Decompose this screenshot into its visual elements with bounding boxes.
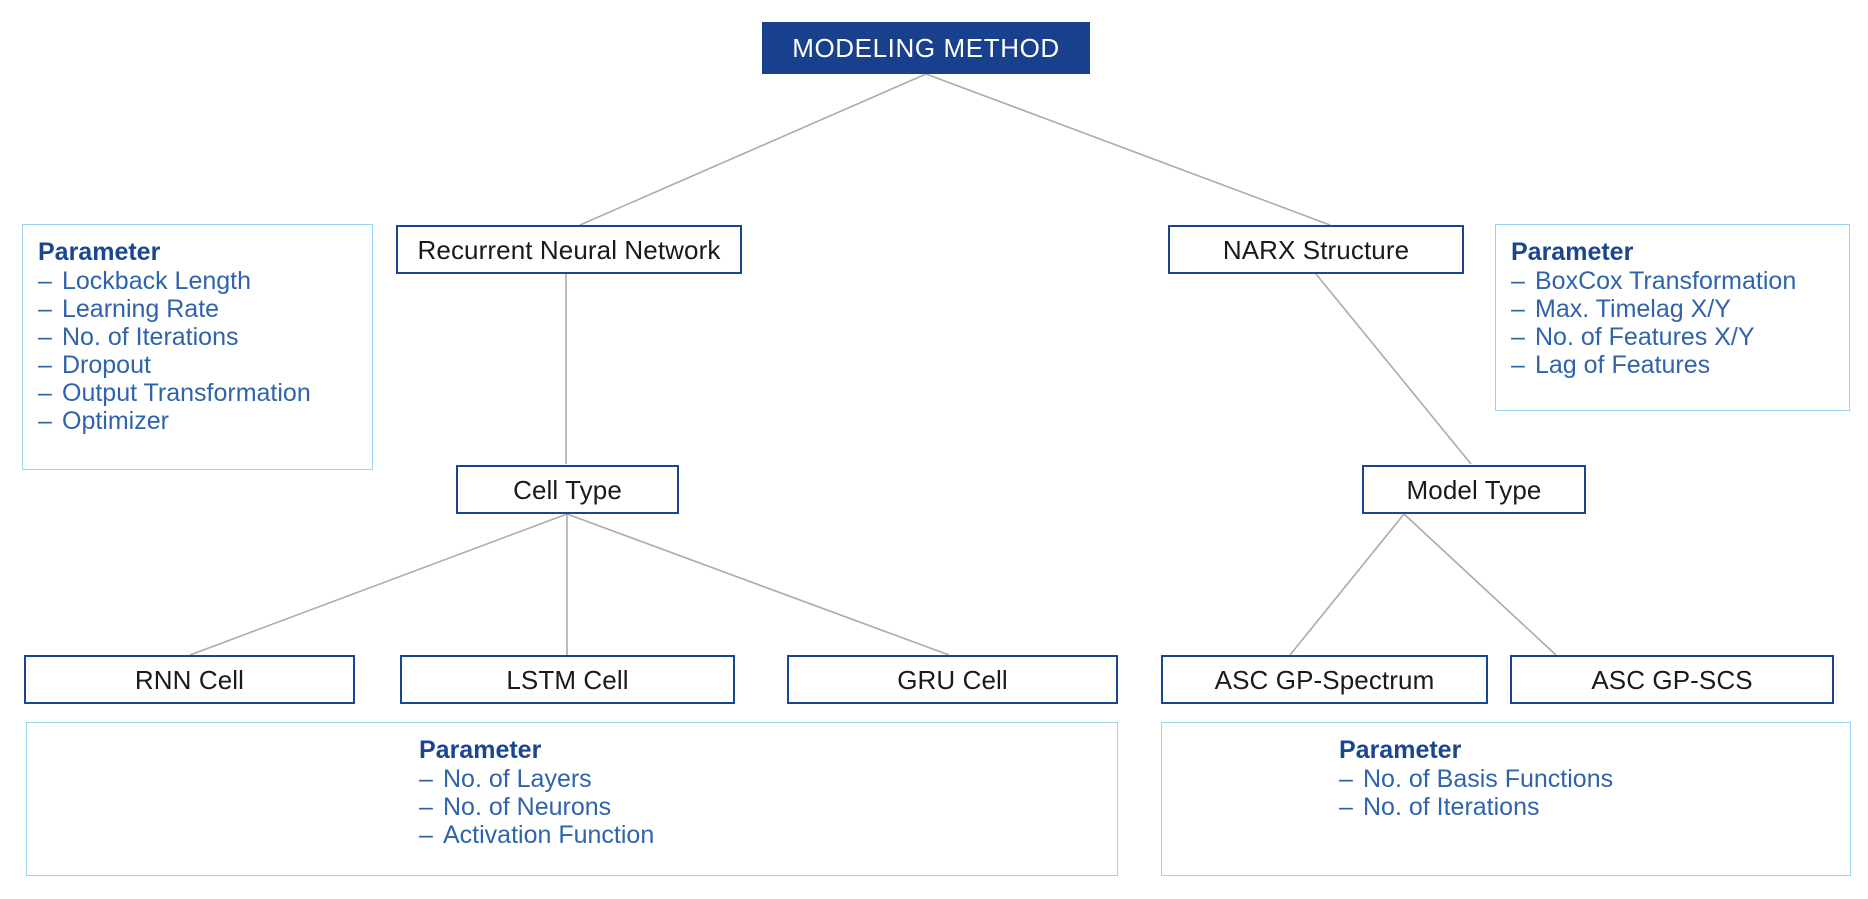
node-asc-gp-scs-label: ASC GP-SCS xyxy=(1591,664,1753,695)
list-item-label: No. of Features X/Y xyxy=(1535,323,1755,351)
list-item-label: Max. Timelag X/Y xyxy=(1535,295,1731,323)
list-item-label: Optimizer xyxy=(62,407,169,435)
panel-rnn-parameters: Parameter –Lockback Length –Learning Rat… xyxy=(22,224,373,470)
panel-cell-parameters-title: Parameter xyxy=(419,736,542,764)
node-model-type[interactable]: Model Type xyxy=(1362,465,1586,514)
bullet-dash: – xyxy=(1511,323,1525,351)
list-item-label: Dropout xyxy=(62,351,151,379)
panel-rnn-parameters-list: –Lockback Length –Learning Rate –No. of … xyxy=(38,267,311,435)
panel-cell-parameters-list: –No. of Layers –No. of Neurons –Activati… xyxy=(419,765,654,849)
bullet-dash: – xyxy=(1511,295,1525,323)
bullet-dash: – xyxy=(38,379,52,407)
list-item-label: Lockback Length xyxy=(62,267,252,295)
panel-rnn-parameters-title: Parameter xyxy=(38,238,161,266)
node-narx-structure[interactable]: NARX Structure xyxy=(1168,225,1464,274)
list-item-label: No. of Iterations xyxy=(1363,793,1540,821)
node-model-type-label: Model Type xyxy=(1406,474,1542,505)
list-item-label: No. of Iterations xyxy=(62,323,239,351)
panel-model-parameters-list: –No. of Basis Functions –No. of Iteratio… xyxy=(1339,765,1613,821)
bullet-dash: – xyxy=(1511,351,1525,379)
node-asc-gp-spectrum[interactable]: ASC GP-Spectrum xyxy=(1161,655,1488,704)
bullet-dash: – xyxy=(1339,765,1353,793)
list-item: –No. of Basis Functions xyxy=(1339,765,1613,793)
list-item: –Optimizer xyxy=(38,407,311,435)
list-item: –Output Transformation xyxy=(38,379,311,407)
panel-narx-parameters: Parameter –BoxCox Transformation –Max. T… xyxy=(1495,224,1850,411)
panel-cell-parameters: Parameter –No. of Layers –No. of Neurons… xyxy=(26,722,1118,876)
list-item-label: No. of Neurons xyxy=(443,793,612,821)
panel-model-parameters-title: Parameter xyxy=(1339,736,1462,764)
list-item-label: Output Transformation xyxy=(62,379,311,407)
bullet-dash: – xyxy=(38,351,52,379)
panel-narx-parameters-list: –BoxCox Transformation –Max. Timelag X/Y… xyxy=(1511,267,1796,379)
node-modeling-method-label: MODELING METHOD xyxy=(792,33,1060,63)
bullet-dash: – xyxy=(38,407,52,435)
node-asc-gp-scs[interactable]: ASC GP-SCS xyxy=(1510,655,1834,704)
edge-celltype-to-rnncell xyxy=(189,513,568,656)
node-asc-gp-spectrum-label: ASC GP-Spectrum xyxy=(1214,664,1435,695)
edge-root-to-narx xyxy=(925,73,1331,226)
list-item: –Activation Function xyxy=(419,821,654,849)
node-rnn-cell[interactable]: RNN Cell xyxy=(24,655,355,704)
list-item-label: No. of Basis Functions xyxy=(1363,765,1614,793)
edge-modeltype-to-ascgpspectrum xyxy=(1289,513,1405,656)
list-item: –No. of Iterations xyxy=(38,323,311,351)
list-item: –No. of Layers xyxy=(419,765,654,793)
node-narx-structure-label: NARX Structure xyxy=(1222,234,1410,265)
node-modeling-method[interactable]: MODELING METHOD xyxy=(762,22,1090,74)
list-item: –No. of Features X/Y xyxy=(1511,323,1796,351)
bullet-dash: – xyxy=(419,765,433,793)
list-item: –Max. Timelag X/Y xyxy=(1511,295,1796,323)
list-item-label: No. of Layers xyxy=(443,765,592,793)
bullet-dash: – xyxy=(38,267,52,295)
node-rnn-cell-label: RNN Cell xyxy=(134,664,245,695)
list-item: –Learning Rate xyxy=(38,295,311,323)
node-cell-type-label: Cell Type xyxy=(513,474,622,505)
panel-narx-parameters-title: Parameter xyxy=(1511,238,1634,266)
list-item-label: BoxCox Transformation xyxy=(1535,267,1797,295)
node-lstm-cell[interactable]: LSTM Cell xyxy=(400,655,735,704)
edge-modeltype-to-ascgpscs xyxy=(1403,513,1557,656)
bullet-dash: – xyxy=(1339,793,1353,821)
list-item-label: Activation Function xyxy=(443,821,655,849)
bullet-dash: – xyxy=(1511,267,1525,295)
node-recurrent-neural-network-label: Recurrent Neural Network xyxy=(417,234,721,265)
panel-model-parameters: Parameter –No. of Basis Functions –No. o… xyxy=(1161,722,1851,876)
bullet-dash: – xyxy=(38,295,52,323)
node-gru-cell-label: GRU Cell xyxy=(897,664,1008,695)
edge-narx-to-modeltype xyxy=(1315,273,1472,465)
node-recurrent-neural-network[interactable]: Recurrent Neural Network xyxy=(396,225,742,274)
list-item: –No. of Neurons xyxy=(419,793,654,821)
list-item: –No. of Iterations xyxy=(1339,793,1613,821)
list-item: –Dropout xyxy=(38,351,311,379)
list-item-label: Learning Rate xyxy=(62,295,220,323)
list-item: –BoxCox Transformation xyxy=(1511,267,1796,295)
edge-celltype-to-grucell xyxy=(566,513,950,656)
list-item: –Lag of Features xyxy=(1511,351,1796,379)
edge-root-to-rnn xyxy=(579,73,927,226)
node-gru-cell[interactable]: GRU Cell xyxy=(787,655,1118,704)
bullet-dash: – xyxy=(419,821,433,849)
node-cell-type[interactable]: Cell Type xyxy=(456,465,679,514)
list-item-label: Lag of Features xyxy=(1535,351,1711,379)
list-item: –Lockback Length xyxy=(38,267,311,295)
node-lstm-cell-label: LSTM Cell xyxy=(506,664,629,695)
bullet-dash: – xyxy=(419,793,433,821)
bullet-dash: – xyxy=(38,323,52,351)
